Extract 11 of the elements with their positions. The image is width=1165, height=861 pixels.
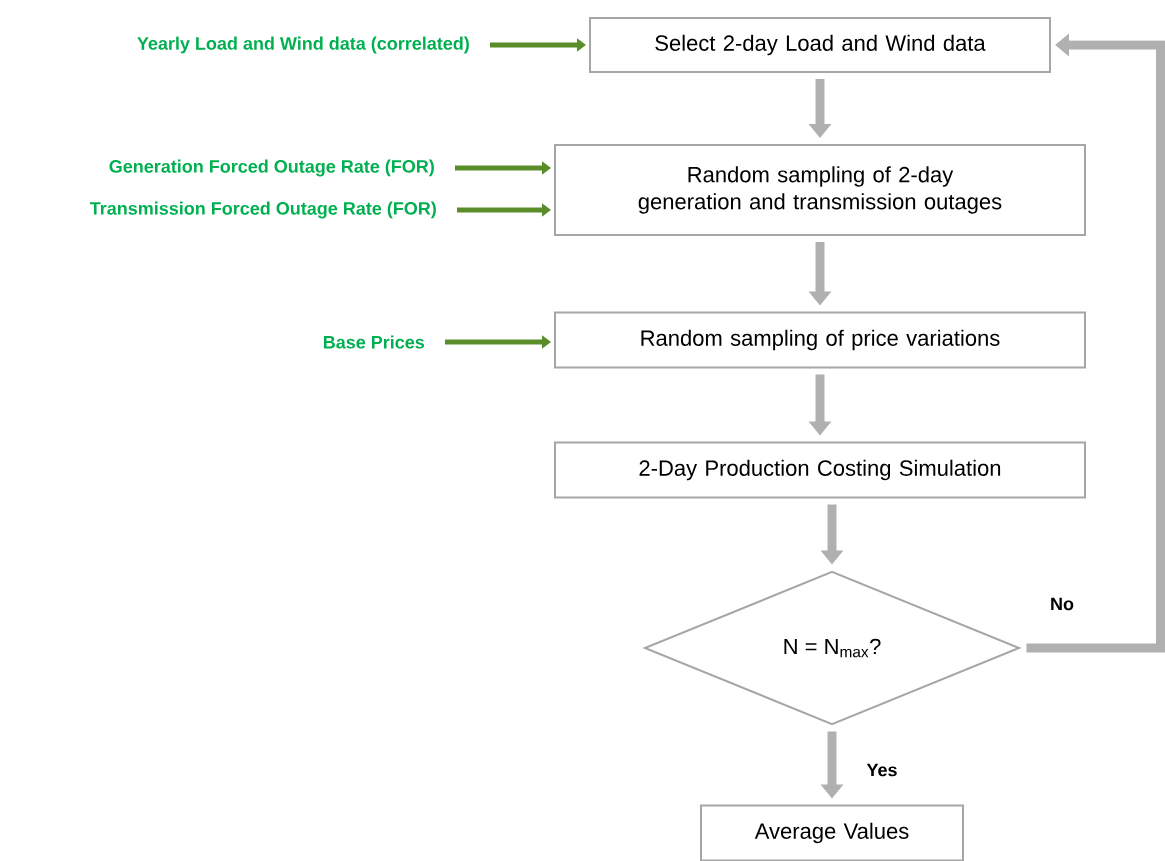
edge-label: Yes	[864, 761, 900, 779]
process-box: 2-Day Production Costing Simulation	[554, 441, 1086, 499]
process-box: Average Values	[700, 804, 964, 861]
input-label: Base Prices	[323, 335, 425, 349]
input-label: Generation Forced Outage Rate (FOR)	[109, 159, 434, 177]
edge-label: No	[1048, 595, 1076, 613]
process-box: Random sampling of 2-day generation and transmission outages	[554, 144, 1086, 236]
input-label: Yearly Load and Wind data (correlated)	[137, 36, 469, 54]
process-box: Select 2-day Load and Wind data	[589, 17, 1051, 73]
process-box: Random sampling of price variations	[554, 311, 1086, 369]
input-label: Transmission Forced Outage Rate (FOR)	[89, 201, 436, 219]
